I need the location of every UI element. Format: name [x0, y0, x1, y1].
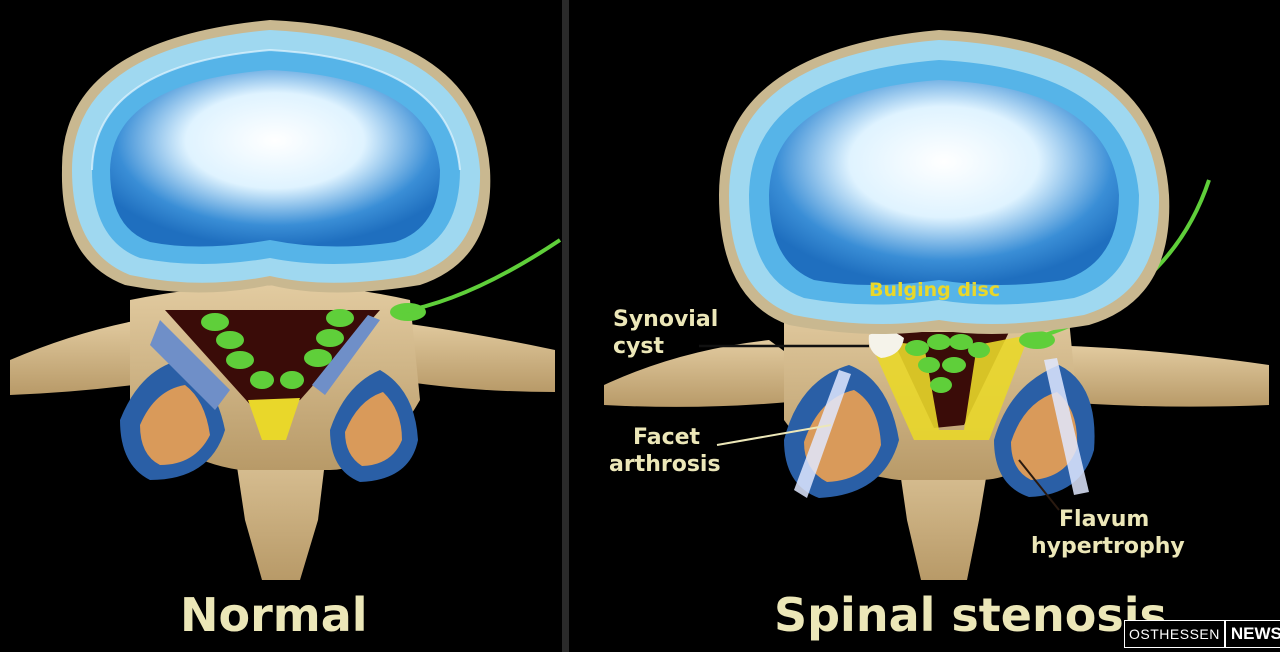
left-facet-joint-arthrosis: [784, 365, 899, 498]
stenosis-caption: Spinal stenosis: [774, 588, 1167, 642]
flavum-hypertrophy-label-line1: Flavum: [1059, 507, 1150, 532]
normal-caption: Normal: [180, 588, 368, 642]
synovial-cyst-label-line2: cyst: [613, 334, 664, 359]
right-facet-joint: [330, 370, 418, 482]
nerve-roots: [201, 303, 426, 389]
panel-divider: [562, 0, 569, 652]
synovial-cyst: [868, 330, 904, 358]
stenosis-vertebra-illustration: [604, 30, 1269, 580]
facet-arthrosis-label-line1: Facet: [633, 425, 701, 450]
osthessen-news-logo: OSTHESSEN NEWS: [1124, 620, 1280, 648]
facet-arthrosis-label-line2: arthrosis: [609, 452, 721, 477]
flavum-hypertrophy-label-line2: hypertrophy: [1031, 534, 1185, 559]
normal-vertebra-illustration: [10, 20, 562, 580]
normal-disc: [61, 20, 491, 293]
flavum-hypertrophy-pointer: [1018, 459, 1060, 511]
right-facet-joint-arthrosis: [994, 358, 1095, 497]
exiting-nerve: [399, 238, 562, 314]
left-transverse-process: [604, 340, 799, 407]
logo-part-osthessen: OSTHESSEN: [1129, 626, 1220, 642]
right-transverse-process: [380, 320, 555, 392]
stenosis-panel: Bulging disc Synovial cyst Facet arthros…: [569, 0, 1280, 652]
bulging-disc-label: Bulging disc: [869, 279, 1001, 301]
logo-part-news: NEWS: [1223, 621, 1280, 647]
hypertrophied-ligamentum-flavum: [869, 335, 1029, 440]
bulging-disc: [719, 30, 1170, 334]
facet-arthrosis-pointer: [716, 424, 832, 446]
ligamentum-flavum: [248, 398, 300, 440]
normal-panel: Normal: [0, 0, 562, 652]
synovial-cyst-label-line1: Synovial: [613, 307, 719, 332]
